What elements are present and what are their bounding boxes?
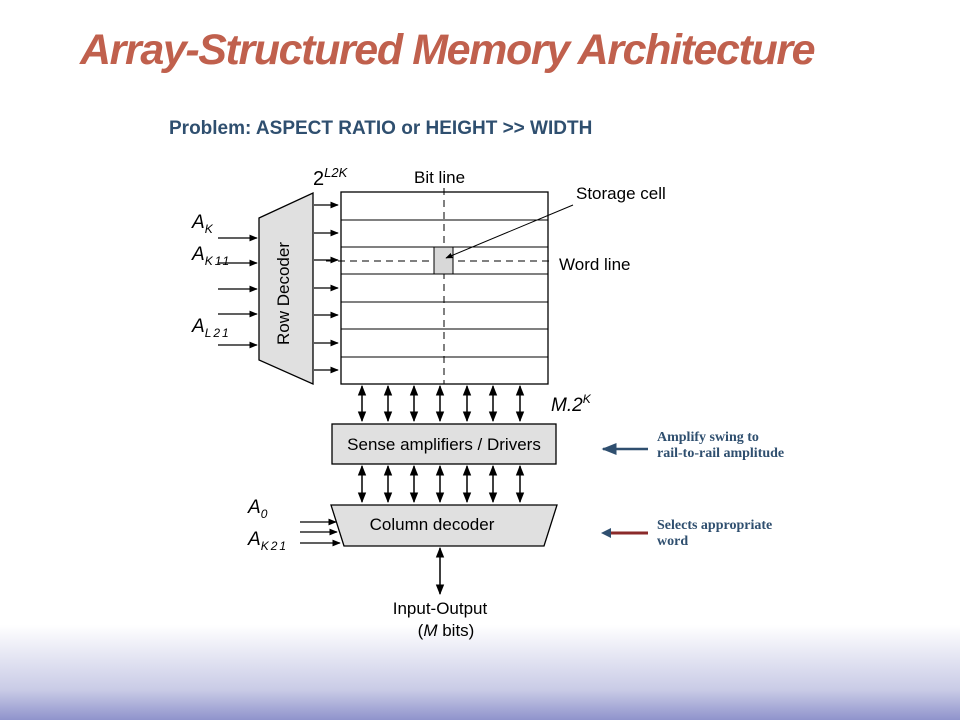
column-address-arrows: [300, 518, 341, 547]
sense-amplifiers-block: [331, 423, 557, 465]
row-decoder-label: Row Decoder: [274, 242, 293, 345]
slide-title: Array-Structured Memory Architecture: [80, 26, 816, 74]
column-decoder-block: [330, 504, 558, 547]
address-ak-label: AK: [191, 212, 214, 236]
amplify-note-line2: rail-to-rail amplitude: [657, 446, 785, 461]
selects-note-line2: word: [657, 534, 689, 549]
selects-note: Selects appropriate word: [657, 518, 772, 550]
selects-arrow-head: [601, 528, 611, 538]
address-a0-label: A0: [247, 497, 268, 521]
row-address-arrows: [218, 234, 258, 349]
bitline-bus-arrows: [357, 384, 525, 423]
selects-note-line1: Selects appropriate: [657, 518, 773, 533]
row-decoder: [258, 191, 314, 386]
amplify-note-line1: Amplify swing to: [657, 430, 759, 445]
storage-cell: [433, 246, 454, 275]
address-ak1-label: AK11: [191, 244, 231, 268]
address-al-label: AL21: [191, 316, 231, 340]
io-label: Input-Output: [393, 599, 488, 618]
storage-cell-pointer: [445, 204, 574, 259]
address-ak2-label: AK21: [247, 529, 288, 553]
data-bus-arrows: [357, 464, 525, 504]
io-bits-label: (M bits): [418, 621, 475, 640]
bit-line-label: Bit line: [414, 168, 465, 187]
column-decoder-label: Column decoder: [370, 515, 495, 534]
problem-statement: Problem: ASPECT RATIO or HEIGHT >> WIDTH: [169, 118, 593, 139]
word-line-label: Word line: [559, 255, 631, 274]
storage-cell-label: Storage cell: [576, 184, 666, 203]
amplify-note: Amplify swing to rail-to-rail amplitude: [657, 430, 784, 462]
columns-count-label: M.2K: [551, 392, 592, 416]
row-select-arrows: [314, 201, 339, 374]
row-count-label: 2L2K: [313, 165, 349, 190]
sense-amplifiers-label: Sense amplifiers / Drivers: [347, 435, 541, 454]
